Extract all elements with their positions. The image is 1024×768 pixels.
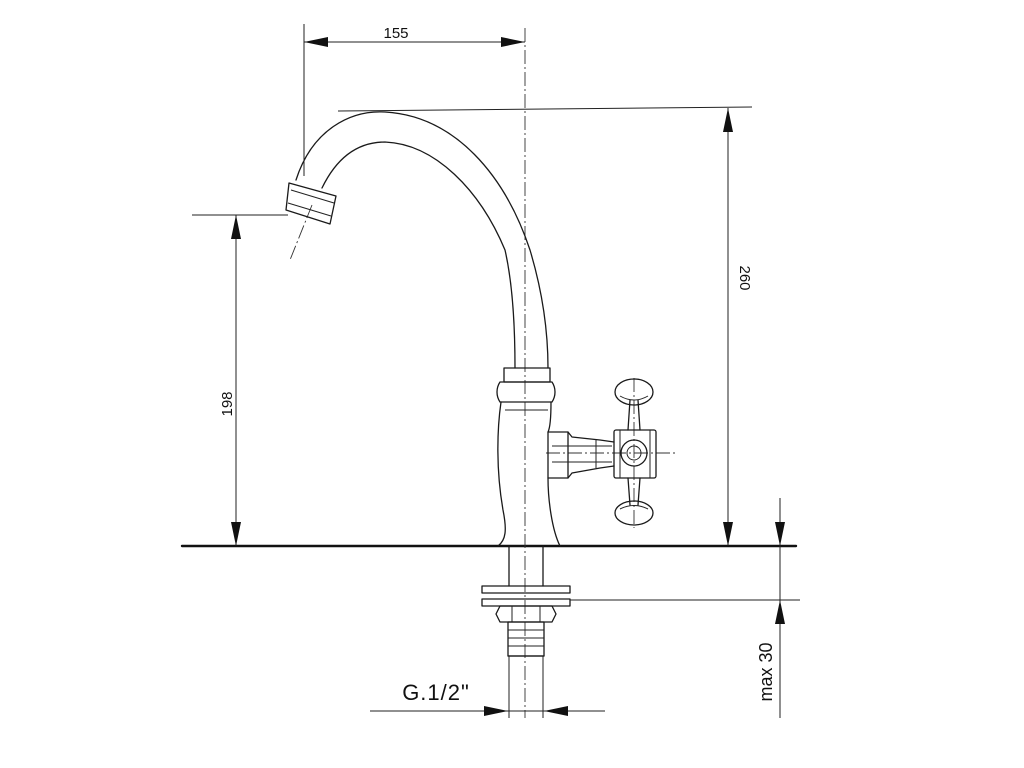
spout-coupling-ring [496, 367, 556, 403]
dimension-label-155: 155 [383, 25, 408, 42]
dimension-max-deck-thickness: max 30 [570, 498, 800, 718]
valve-body [497, 401, 561, 547]
dimension-spout-reach: 155 [303, 24, 525, 176]
mounting-shank [481, 545, 571, 718]
dimension-connection-thread: G.1/2" [370, 680, 605, 716]
dimension-label-198: 198 [219, 391, 236, 416]
dimension-label-260: 260 [736, 265, 753, 290]
dimension-label-max-30: max 30 [756, 642, 776, 701]
dimension-total-height: 260 [337, 106, 753, 546]
cross-handle [613, 378, 657, 526]
handle-stem [547, 431, 615, 479]
dimension-label-thread: G.1/2" [402, 680, 470, 705]
spout [285, 111, 549, 369]
spout-axis-centerline [289, 204, 313, 261]
dimension-outlet-height: 198 [192, 214, 288, 546]
